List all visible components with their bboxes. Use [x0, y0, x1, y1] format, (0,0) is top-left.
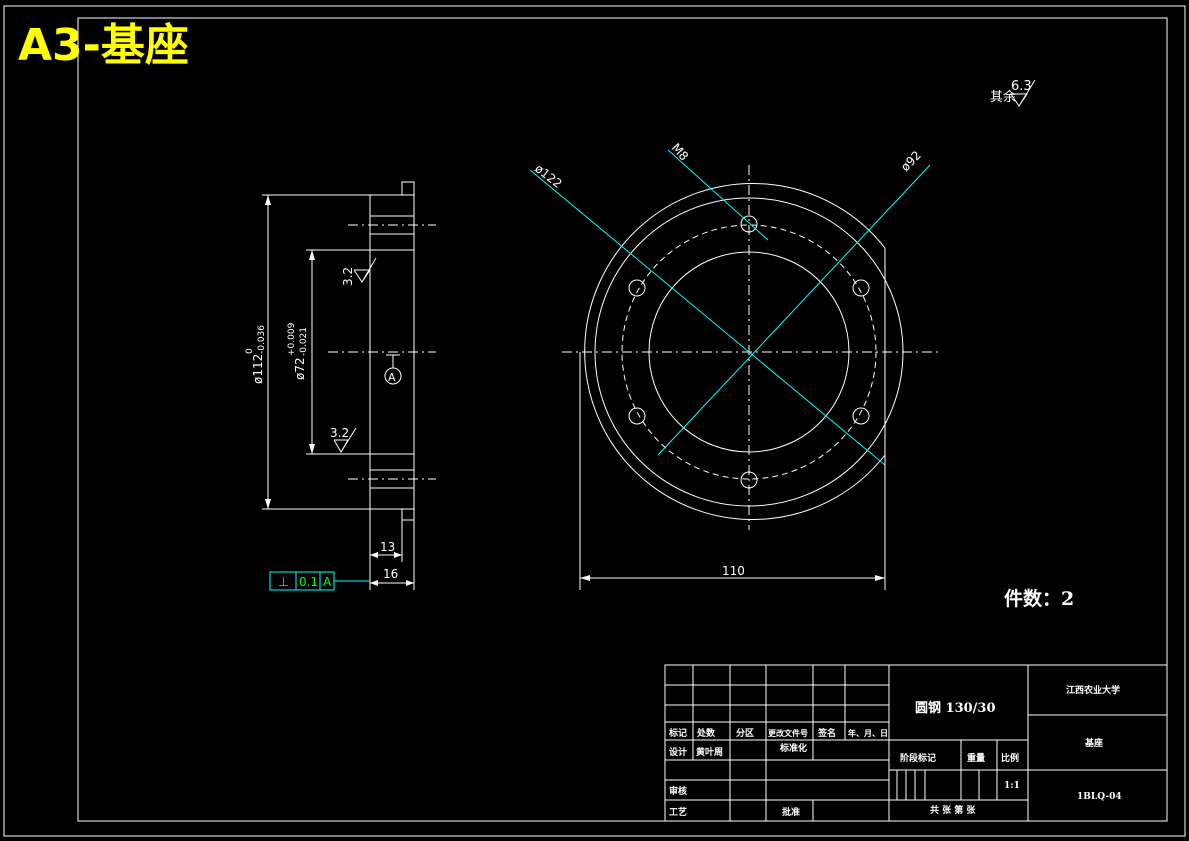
surface-finish-top: 3.2: [341, 257, 377, 286]
tb-drawing-no: 1BLQ-04: [1077, 792, 1122, 802]
inner-frame: [77, 17, 1168, 822]
tb-scale-label: 比例: [1001, 752, 1019, 764]
tolerance-symbol: ⊥: [278, 575, 289, 590]
surface-finish-label: 其余: [990, 89, 1016, 105]
tolerance-value: 0.1: [299, 575, 318, 589]
tolerance-frame: ⊥ 0.1 A: [269, 571, 370, 591]
front-view: M8: [562, 141, 938, 530]
tb-stage-label: 阶段标记: [900, 752, 936, 764]
surface-finish-side-b: 3.2: [330, 426, 349, 440]
width-13-label: 13: [380, 540, 395, 554]
surface-finish-side-a: 3.2: [341, 267, 355, 286]
dim-width-110: 110: [579, 352, 886, 590]
datum-a: A: [384, 354, 402, 385]
tb-header-3: 更改文件号: [768, 728, 808, 738]
dim-dia-92: ø92: [657, 148, 931, 456]
tb-part-name: 基座: [1084, 737, 1103, 749]
outer-border: [3, 5, 1186, 837]
tb-header-1: 处数: [696, 727, 716, 739]
tb-material: 圆钢 130/30: [915, 700, 996, 716]
surface-finish-value: 6.3: [1011, 79, 1032, 94]
title-block: 标记 处数 分区 更改文件号 签名 年、月、日 设计 黄叶周 标准化 审核 工艺…: [664, 664, 1168, 822]
tb-standard-label: 标准化: [779, 742, 807, 754]
tb-designer: 黄叶周: [696, 746, 723, 758]
tb-header-0: 标记: [668, 727, 687, 739]
datum-label: A: [388, 371, 396, 384]
tb-weight-label: 重量: [967, 752, 985, 764]
tb-approve-label: 批准: [782, 806, 800, 818]
tolerance-datum: A: [323, 575, 332, 589]
outer-tol-upper: 0: [245, 348, 255, 354]
dia-122-label: ø122: [532, 161, 564, 191]
tb-header-2: 分区: [736, 727, 754, 739]
inner-dia-label: ø72: [293, 357, 307, 380]
tb-review-label: 审核: [669, 785, 687, 797]
tb-sheets: 共 张 第 张: [930, 804, 976, 816]
tb-design-label: 设计: [669, 746, 687, 758]
tb-university: 江西农业大学: [1066, 684, 1120, 696]
width-110-label: 110: [722, 564, 745, 578]
tb-header-5: 年、月、日: [848, 728, 888, 738]
section-view: [328, 181, 436, 521]
tb-process-label: 工艺: [669, 806, 687, 818]
dim-widths: 13 16: [369, 509, 415, 590]
inner-tol-lower: -0.021: [299, 327, 309, 356]
thread-label: M8: [669, 141, 691, 164]
outer-dia-label: ø112: [251, 354, 265, 384]
part-count: 件数：2: [1004, 587, 1074, 610]
tb-header-4: 签名: [817, 727, 836, 739]
inner-tol-upper: +0.009: [287, 322, 297, 356]
outer-tol-lower: -0.036: [257, 325, 267, 354]
drawing-title: A3-基座: [18, 20, 189, 71]
width-16-label: 16: [383, 567, 398, 581]
dim-inner-diameter: ø72 +0.009 -0.021: [287, 249, 370, 455]
dia-92-label: ø92: [898, 148, 924, 174]
tb-scale-value: 1:1: [1004, 781, 1020, 791]
general-surface-finish: 其余 6.3: [990, 79, 1036, 107]
surface-finish-bottom: 3.2: [330, 426, 357, 453]
dim-outer-diameter: ø112 0 -0.036: [245, 194, 370, 510]
